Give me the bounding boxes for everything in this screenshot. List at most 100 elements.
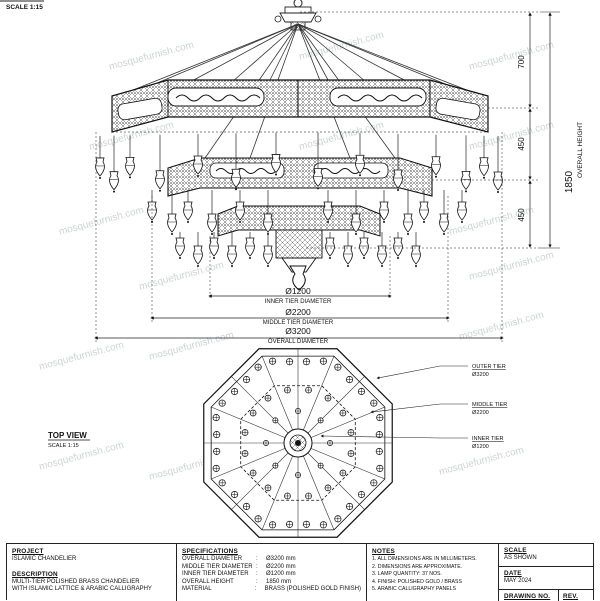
- suspension-rod: [189, 23, 299, 83]
- spec-value: 1850 mm: [266, 578, 292, 585]
- inner-tier-band: [217, 205, 381, 273]
- project-heading: PROJECT: [12, 548, 44, 555]
- plan-lamp-mark: [334, 363, 342, 371]
- watermark-text: mosquefurnish.com: [138, 260, 225, 293]
- lamp: [403, 190, 413, 235]
- lamp: [231, 133, 241, 191]
- plan-lamp-mark: [249, 469, 257, 477]
- plan-lamp-mark: [345, 502, 354, 510]
- lamp: [147, 190, 157, 223]
- lamp: [393, 134, 403, 191]
- watermark-text: mosquefurnish.com: [38, 340, 125, 373]
- date-heading: DATE: [504, 570, 522, 577]
- plan-spoke: [302, 453, 335, 530]
- callout-inner-value: Ø1200: [472, 444, 489, 450]
- crown-finial: [274, 0, 322, 31]
- lamp: [125, 135, 135, 179]
- plan-lamp-mark: [231, 387, 239, 396]
- lamp: [419, 190, 429, 223]
- specs-heading: SPECIFICATIONS: [182, 548, 238, 555]
- plan-lamp-mark: [242, 502, 251, 510]
- plan-lamp-mark: [213, 447, 221, 455]
- suspension-rod: [297, 23, 367, 83]
- dim-bottom-value: 450: [517, 208, 526, 222]
- description-heading: DESCRIPTION: [12, 570, 58, 578]
- plan-lamp-mark: [317, 417, 324, 424]
- outer-tier-band: [111, 79, 489, 133]
- lamp: [227, 232, 237, 267]
- plan-lamp-mark: [272, 417, 279, 424]
- watermark-text: mosquefurnish.com: [58, 205, 145, 238]
- inner-diameter-value: Ø1200: [285, 286, 311, 296]
- spec-key: OVERALL DIAMETER: [182, 556, 243, 562]
- suspension-rod: [297, 23, 329, 81]
- lamp: [379, 190, 389, 223]
- watermark-text: mosquefurnish.com: [468, 250, 555, 283]
- overall-diameter-label: OVERALL DIAMETER: [268, 339, 329, 345]
- plan-lamp-mark: [264, 394, 272, 402]
- specifications-cell: SPECIFICATIONS OVERALL DIAMETER:Ø3200 mm…: [177, 544, 367, 601]
- scale-heading: SCALE: [504, 547, 527, 554]
- plan-lamp-mark: [302, 520, 310, 528]
- lamp: [245, 232, 255, 259]
- note-item: 4. FINISH: POLISHED GOLD / BRASS: [372, 578, 462, 585]
- plan-spoke: [308, 447, 385, 480]
- plan-lamp-mark: [249, 409, 257, 417]
- lamp: [355, 133, 365, 177]
- top-view: TOP VIEW SCALE 1:15 OUTER TIER Ø3200 MID…: [48, 348, 507, 538]
- callout-leaders: [320, 365, 468, 439]
- revision-heading: REV.: [563, 593, 579, 600]
- lamp: [193, 232, 203, 267]
- suspension-rod: [231, 23, 299, 83]
- central-bottom-lamp: [289, 265, 307, 291]
- lamp: [439, 190, 449, 235]
- plan-spoke: [261, 453, 294, 530]
- top-view-title: TOP VIEW: [48, 431, 87, 440]
- lamp: [183, 190, 193, 223]
- lamp: [359, 232, 369, 259]
- plan-lamp-mark: [327, 440, 333, 446]
- spec-key: MIDDLE TIER DIAMETER: [182, 563, 253, 570]
- lamp: [493, 136, 503, 193]
- dim-middle-value: 450: [517, 137, 526, 151]
- plan-lamp-mark: [334, 515, 342, 523]
- dim-top-value: 700: [517, 55, 526, 69]
- middle-diameter-label: MIDDLE TIER DIAMETER: [263, 320, 334, 326]
- plan-lamp-mark: [213, 431, 221, 439]
- plan-lamp-mark: [302, 358, 310, 366]
- plan-spoke: [306, 376, 365, 435]
- header-scale-label: SCALE 1:15: [6, 4, 43, 11]
- plan-spoke: [302, 356, 335, 433]
- plan-lamp-mark: [317, 462, 324, 469]
- lamp: [343, 232, 353, 267]
- plan-lamp-mark: [357, 387, 365, 396]
- lamp: [323, 190, 333, 223]
- plan-lamp-mark: [376, 414, 384, 422]
- suspension-rod: [117, 23, 299, 97]
- lamp: [235, 190, 245, 223]
- lamp: [155, 134, 165, 192]
- plan-lamp-mark: [375, 447, 383, 455]
- project-cell: PROJECT ISLAMIC CHANDELIER DESCRIPTION M…: [7, 544, 177, 601]
- vertical-dimensions: [300, 11, 560, 249]
- notes-cell: NOTES 1. ALL DIMENSIONS ARE IN MILLIMETE…: [367, 544, 499, 601]
- watermark-text: mosquefurnish.com: [108, 40, 195, 73]
- callout-middle-value: Ø2200: [472, 410, 489, 416]
- plan-lamp-mark: [254, 363, 262, 371]
- plan-lamp-mark: [347, 429, 355, 436]
- plan-lamp-mark: [345, 376, 354, 384]
- plan-lamp-mark: [324, 484, 332, 492]
- note-item: 3. LAMP QUANTITY: 37 NOS.: [372, 571, 442, 578]
- spec-row: OVERALL HEIGHT:1850 mm: [182, 578, 292, 585]
- scale-value: AS SHOWN: [504, 555, 537, 561]
- note-item: 5. ARABIC CALLIGRAPHY PANELS: [372, 586, 456, 593]
- lamp: [457, 190, 467, 223]
- suspension-rod: [297, 23, 409, 83]
- plan-spoke: [211, 447, 288, 480]
- lamp: [325, 232, 335, 259]
- plan-lamp-mark: [319, 521, 327, 529]
- plan-lamp-mark: [254, 515, 262, 523]
- plan-lamp-mark: [231, 490, 239, 499]
- lamp: [431, 134, 441, 178]
- plan-spoke: [231, 451, 290, 510]
